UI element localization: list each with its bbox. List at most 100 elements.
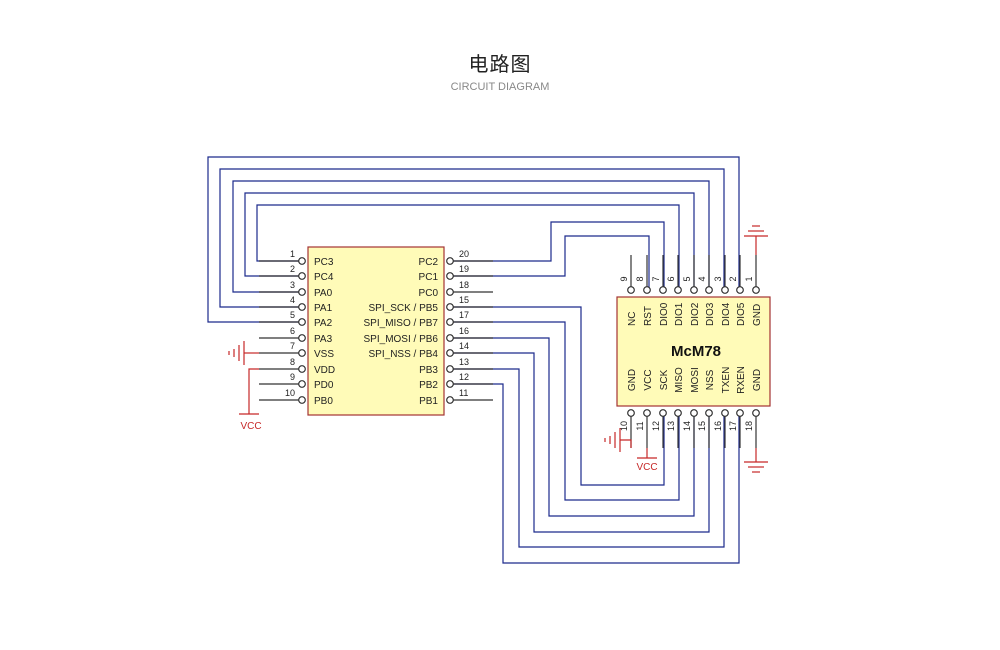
module-bottom-pin-label: MISO — [674, 367, 685, 393]
mcu-left-pin-pad — [298, 396, 306, 404]
mcu-right-pin-label: SPI_MOSI / PB6 — [364, 334, 439, 345]
module-top-pin-pad — [674, 286, 682, 294]
module-top-pin-label: DIO2 — [690, 302, 701, 326]
mcu-left-pin-pad — [298, 349, 306, 357]
module-bottom-pin-pad — [674, 409, 682, 417]
page-subtitle: CIRCUIT DIAGRAM — [450, 81, 550, 93]
wire-9 — [450, 321, 680, 501]
mcu-right-pin-pad — [446, 349, 454, 357]
module-top-pin-number: 4 — [697, 276, 707, 281]
module-top-pin-label: NC — [627, 312, 638, 326]
module-top-pin-label: DIO3 — [705, 302, 716, 326]
mcu-right-pin-label: SPI_NSS / PB4 — [369, 349, 439, 360]
mcu-right-pin-number: 11 — [459, 388, 468, 398]
mcu-left-pin-label: PC3 — [314, 257, 334, 268]
module-name-label: McM78 — [671, 343, 721, 360]
module-bottom-pin-label: VCC — [643, 369, 654, 390]
module-bottom-pin-pad — [705, 409, 713, 417]
module-top-pin-pad — [627, 286, 635, 294]
module-top-pin-label: RST — [643, 306, 654, 326]
wire-6 — [450, 221, 665, 290]
module-gnd-wire — [620, 439, 632, 448]
mcu-left-pin-pad — [298, 257, 306, 265]
mcu-left-pin-label: PB0 — [314, 396, 333, 407]
module-top-pin-label: DIO1 — [674, 302, 685, 326]
mcu-right-pin-pad — [446, 318, 454, 326]
module-vcc-label: VCC — [636, 462, 657, 473]
mcu-right-pin-pad — [446, 257, 454, 265]
mcu-right-pin-label: PC0 — [419, 288, 439, 299]
page-title: 电路图 — [468, 52, 532, 76]
mcu-right-pin-number: 13 — [459, 357, 469, 367]
module-top-pin-pad — [752, 286, 760, 294]
mcu-left-pin-number: 10 — [285, 388, 295, 398]
module-top-pin-pad — [736, 286, 744, 294]
module-top-pin-pad — [705, 286, 713, 294]
module-bottom-pin-label: SCK — [659, 369, 670, 390]
module-top-pin-label: DIO5 — [736, 302, 747, 326]
module-top-pin-number: 5 — [682, 276, 692, 281]
module-top-pin-number: 1 — [744, 276, 754, 281]
module-bottom-pin-number: 10 — [619, 421, 629, 431]
module-top-pin-pad — [643, 286, 651, 294]
mcu-left-pin-number: 3 — [290, 280, 295, 290]
mcu-left-pin-number: 4 — [290, 295, 295, 305]
mcu-left-pin-pad — [298, 272, 306, 280]
module-top-pin-label: DIO4 — [721, 302, 732, 326]
mcu-left-pin-label: PA2 — [314, 318, 333, 329]
mcu-right-pin-number: 18 — [459, 280, 469, 290]
mcu-right-pin-pad — [446, 380, 454, 388]
mcu-right-pin-pad — [446, 365, 454, 373]
module-bottom-pin-pad — [690, 409, 698, 417]
mcu-left-pin-number: 9 — [290, 372, 295, 382]
module-bottom-pin-pad — [643, 409, 651, 417]
module-bottom-pin-pad — [659, 409, 667, 417]
module-top-pin-number: 7 — [651, 276, 661, 281]
mcu-right-pin-label: PB2 — [419, 380, 438, 391]
mcu-left-pin-number: 2 — [290, 264, 295, 274]
module-bottom-pin-number: 15 — [697, 421, 707, 431]
module-bottom-pin-pad — [752, 409, 760, 417]
module-bottom-pin-number: 16 — [713, 421, 723, 431]
mcu-right-pin-pad — [446, 303, 454, 311]
wire-7 — [450, 235, 650, 290]
mcu-right-pin-number: 14 — [459, 341, 469, 351]
mcu-left-pin-pad — [298, 365, 306, 373]
wire-2 — [219, 168, 725, 308]
mcu-left-pin-label: PA1 — [314, 303, 333, 314]
mcu-right-pin-pad — [446, 272, 454, 280]
module-bottom-pin-number: 12 — [651, 421, 661, 431]
module-chip — [616, 296, 771, 407]
module-top-pin-number: 2 — [728, 276, 738, 281]
mcu-left-pin-label: PA3 — [314, 334, 333, 345]
mcu-left-pin-label: PA0 — [314, 288, 333, 299]
module-top-pin-pad — [659, 286, 667, 294]
module-bottom-pin-pad — [736, 409, 744, 417]
mcu-right-pin-pad — [446, 288, 454, 296]
wire-8 — [450, 306, 665, 486]
mcu-left-pin-pad — [298, 288, 306, 296]
module-top-pin-number: 3 — [713, 276, 723, 281]
mcu-right-pin-number: 12 — [459, 372, 469, 382]
mcu-left-pin-number: 1 — [290, 249, 295, 259]
mcu-right-pin-number: 20 — [459, 249, 469, 259]
wire-12 — [450, 368, 725, 548]
mcu-right-pin-number: 15 — [459, 295, 469, 305]
module-top-pin-number: 6 — [666, 276, 676, 281]
module-top-pin-pad — [721, 286, 729, 294]
wire-1 — [207, 156, 740, 323]
module-bottom-pin-number: 11 — [635, 421, 645, 430]
mcu-left-pin-number: 7 — [290, 341, 295, 351]
vdd-power-wire — [248, 368, 259, 414]
module-top-pin-label: GND — [752, 304, 763, 326]
module-bottom-pin-number: 17 — [728, 421, 738, 431]
module-bottom-pin-label: GND — [627, 369, 638, 391]
module-bottom-pin-number: 13 — [666, 421, 676, 431]
mcu-right-pin-label: SPI_SCK / PB5 — [369, 303, 439, 314]
module-bottom-pin-pad — [627, 409, 635, 417]
module-bottom-pin-pad — [721, 409, 729, 417]
mcu-vcc-label: VCC — [240, 421, 261, 432]
wire-10 — [450, 337, 695, 517]
module-bottom-pin-label: NSS — [705, 369, 716, 390]
